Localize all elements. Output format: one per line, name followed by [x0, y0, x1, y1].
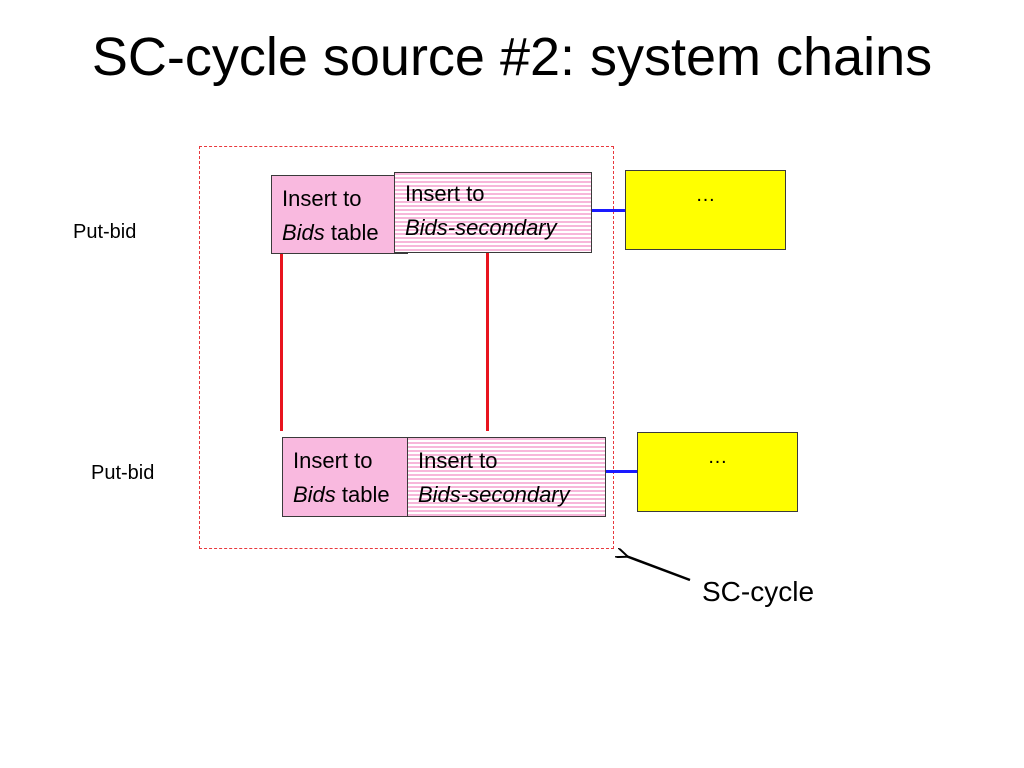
sc-cycle-label: SC-cycle	[702, 576, 815, 607]
insert-bids-table-box-bottom: Insert to Bids table	[282, 437, 419, 517]
box-line2-em: Bids	[282, 220, 325, 245]
insert-bids-secondary-box-top: Insert to Bids-secondary	[394, 172, 592, 253]
box-line2-em: Bids-secondary	[418, 482, 570, 507]
row-label-top: Put-bid	[73, 221, 137, 243]
ellipsis-box-bottom: …	[637, 432, 798, 512]
row-label-bottom: Put-bid	[91, 462, 155, 484]
chain-link-bottom	[605, 470, 637, 473]
slide-title: SC-cycle source #2: system chains	[91, 27, 933, 87]
conflict-edge-left	[280, 253, 283, 431]
box-line2-em: Bids-secondary	[405, 215, 557, 240]
box-line1: Insert to	[405, 181, 485, 206]
chain-link-top	[591, 209, 625, 212]
box-line1: Insert to	[293, 448, 373, 473]
ellipsis-box-top: …	[625, 170, 786, 250]
box-line2-rest: table	[335, 482, 390, 507]
insert-bids-secondary-box-bottom: Insert to Bids-secondary	[407, 437, 606, 517]
conflict-edge-right	[486, 253, 489, 431]
box-line2-rest: table	[324, 220, 379, 245]
box-line1: Insert to	[418, 448, 498, 473]
box-line2: Bids table	[282, 216, 407, 250]
callout-arrow-line	[626, 556, 691, 582]
box-line1: Insert to	[282, 186, 362, 211]
ellipsis-text: …	[707, 446, 728, 468]
box-line2: Bids table	[293, 478, 418, 512]
box-line2-em: Bids	[293, 482, 336, 507]
ellipsis-text: …	[695, 184, 716, 206]
sc-cycle-region	[199, 146, 614, 549]
